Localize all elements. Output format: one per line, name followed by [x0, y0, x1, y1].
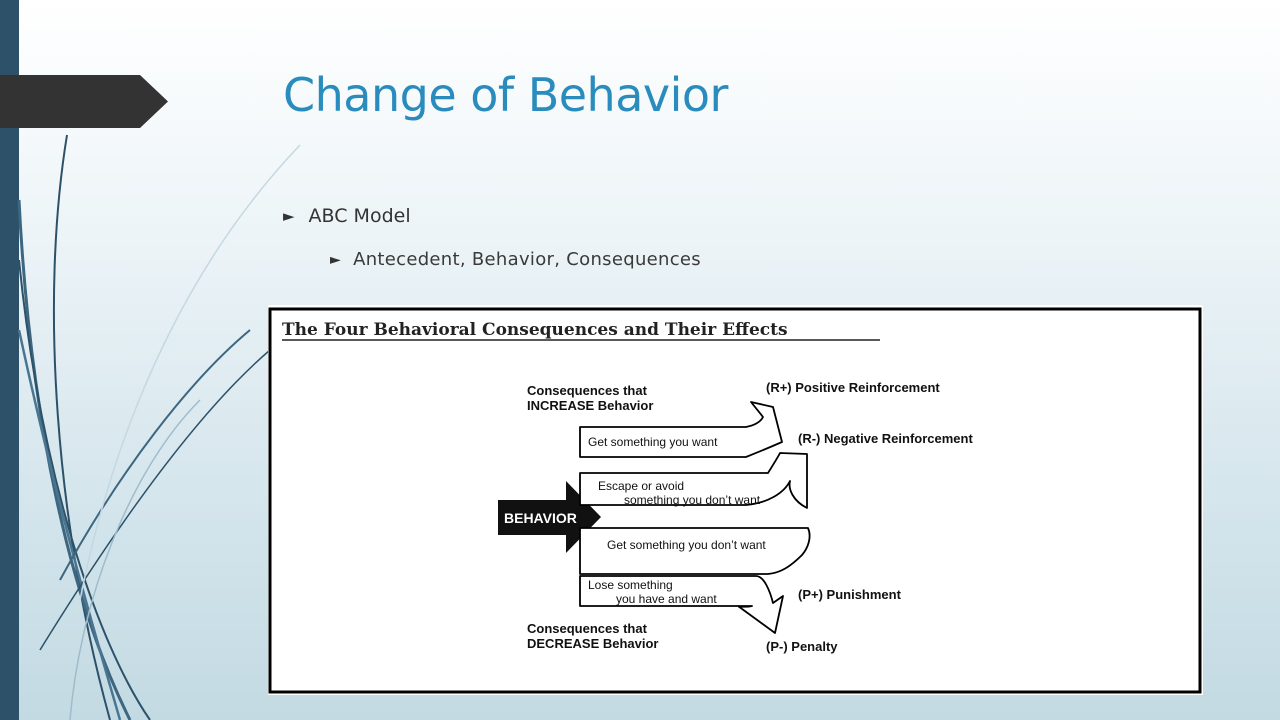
behavior-arrow — [498, 481, 601, 553]
arrow-label-escape-line-1: Escape or avoid — [598, 479, 684, 493]
arrow-lose-something — [579, 575, 784, 634]
arrow-label-escape-line-2: something you don’t want — [624, 493, 761, 507]
decrease-label-line-1: Consequences that — [527, 621, 648, 636]
outcome-penalty: (P-) Penalty — [766, 639, 838, 654]
increase-label-line-2: INCREASE Behavior — [527, 398, 653, 413]
figure-heading: The Four Behavioral Consequences and The… — [282, 320, 788, 340]
bullet-arrow-icon: ► — [330, 251, 342, 268]
arrow-label-get-want: Get something you want — [588, 435, 718, 449]
bullet-abc-components: ► Antecedent, Behavior, Consequences — [330, 249, 701, 270]
arrow-escape-or-avoid — [579, 452, 808, 509]
arrow-get-something-you-want — [579, 401, 783, 458]
outcome-punishment: (P+) Punishment — [798, 587, 902, 602]
outcome-negative-reinforcement: (R-) Negative Reinforcement — [798, 431, 973, 446]
bullet-text: ABC Model — [308, 205, 411, 227]
slide-title: Change of Behavior — [283, 68, 728, 122]
outcome-positive-reinforcement: (R+) Positive Reinforcement — [766, 380, 940, 395]
bullet-abc-model: ► ABC Model — [283, 205, 411, 227]
consequences-diagram: The Four Behavioral Consequences and The… — [268, 307, 1202, 694]
decrease-label-line-2: DECREASE Behavior — [527, 636, 658, 651]
decorative-curves — [17, 134, 301, 720]
behavioral-consequences-figure: The Four Behavioral Consequences and The… — [268, 305, 1203, 695]
arrow-label-lose-line-1: Lose something — [588, 578, 673, 592]
arrow-label-get-unwanted: Get something you don’t want — [607, 538, 766, 552]
arrow-label-lose-line-2: you have and want — [616, 592, 717, 606]
increase-label-line-1: Consequences that — [527, 383, 648, 398]
title-tab — [0, 75, 168, 128]
bullet-text: Antecedent, Behavior, Consequences — [353, 249, 701, 270]
bullet-arrow-icon: ► — [283, 207, 295, 225]
behavior-label: BEHAVIOR — [504, 510, 577, 526]
left-accent-strip — [0, 0, 19, 720]
arrow-get-something-unwanted — [579, 527, 811, 575]
